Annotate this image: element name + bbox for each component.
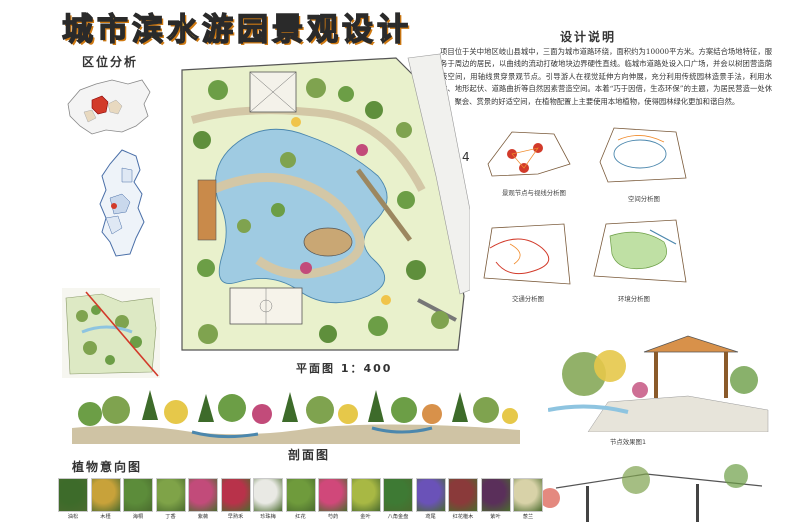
plant-item: 丁香 — [155, 478, 186, 522]
location-map-china — [62, 70, 154, 140]
perspective-sketch-2 — [526, 458, 776, 522]
plant-photo — [285, 478, 316, 512]
perspective-sketch-1 — [548, 330, 770, 432]
diagram-node-view — [482, 124, 574, 188]
section-elevation — [72, 382, 520, 444]
plant-item: 早熟禾 — [220, 478, 251, 522]
plant-item: 珍珠梅 — [253, 478, 283, 522]
plant-item: 八角金盘 — [383, 478, 413, 522]
plant-label: 紫薇 — [197, 514, 209, 520]
plant-label: 珍珠梅 — [260, 514, 276, 520]
plant-label: 红花檵木 — [452, 514, 474, 520]
main-title: 城市滨水游园景观设计 — [61, 11, 412, 48]
location-heading: 区位分析 — [82, 55, 139, 69]
north-arrow-icon: 4 — [462, 150, 470, 164]
section-heading: 剖面图 — [288, 448, 331, 462]
design-description: 项目位于关中地区岐山县城中，三面为城市道路环绕，面积约为10000平方米。方案结… — [440, 47, 772, 106]
plant-item: 油松 — [58, 478, 88, 522]
plant-photo — [220, 478, 251, 512]
diagram-caption-node-view: 景观节点与视线分析图 — [502, 189, 566, 197]
perspective-caption-1: 节点效果图1 — [610, 438, 647, 446]
design-notes-heading: 设计说明 — [560, 30, 617, 44]
plant-label: 鸢尾 — [425, 514, 436, 520]
plant-label: 金叶 — [360, 514, 371, 520]
plant-label: 早熟禾 — [227, 514, 244, 520]
plant-item: 木槿 — [90, 478, 121, 522]
plant-item: 海桐 — [123, 478, 153, 522]
plant-item: 芍药 — [318, 478, 348, 522]
master-plan — [178, 50, 470, 354]
plant-item: 鸢尾 — [415, 478, 446, 522]
plant-photo — [415, 478, 446, 512]
diagram-traffic — [480, 218, 574, 290]
plant-photo — [90, 478, 121, 512]
plant-photo-strip: 油松 木槿 海桐 丁香 紫薇 早熟禾 珍珠梅 红花 芍药 金叶 八角金盘 鸢尾 红花檵木 紫叶 葱兰 — [58, 478, 543, 522]
plant-item: 紫叶 — [480, 478, 511, 522]
plants-heading: 植物意向图 — [72, 460, 143, 474]
plant-item: 红花檵木 — [448, 478, 478, 522]
plant-label: 木槿 — [100, 514, 111, 520]
plant-label: 芍药 — [327, 514, 339, 520]
plant-photo — [448, 478, 478, 512]
plant-item: 葱兰 — [513, 478, 543, 522]
diagram-caption-environment: 环境分析图 — [618, 295, 650, 303]
plant-label: 红花 — [295, 514, 306, 520]
diagram-caption-traffic: 交通分析图 — [512, 295, 544, 303]
plant-label: 八角金盘 — [387, 514, 409, 520]
plant-photo — [513, 478, 543, 512]
plant-photo — [480, 478, 511, 512]
plant-label: 丁香 — [165, 514, 176, 520]
plant-photo — [253, 478, 283, 512]
plant-item: 红花 — [285, 478, 316, 522]
diagram-environment — [590, 216, 692, 288]
plant-label: 油松 — [67, 514, 79, 520]
plant-photo — [383, 478, 413, 512]
plant-photo — [350, 478, 381, 512]
plant-photo — [155, 478, 186, 512]
plant-item: 金叶 — [350, 478, 381, 522]
plant-label: 紫叶 — [490, 514, 501, 520]
location-map-shaanxi — [92, 148, 154, 260]
plant-photo — [318, 478, 348, 512]
plant-photo — [188, 478, 218, 512]
plant-label: 葱兰 — [522, 514, 534, 520]
plan-scale-label: 平面图 1：400 — [296, 362, 393, 375]
diagram-caption-space: 空间分析图 — [628, 195, 660, 203]
plant-label: 海桐 — [132, 514, 144, 520]
location-map-site — [62, 288, 160, 378]
diagram-space — [594, 122, 692, 188]
plant-photo — [58, 478, 88, 512]
plant-photo — [123, 478, 153, 512]
plant-item: 紫薇 — [188, 478, 218, 522]
